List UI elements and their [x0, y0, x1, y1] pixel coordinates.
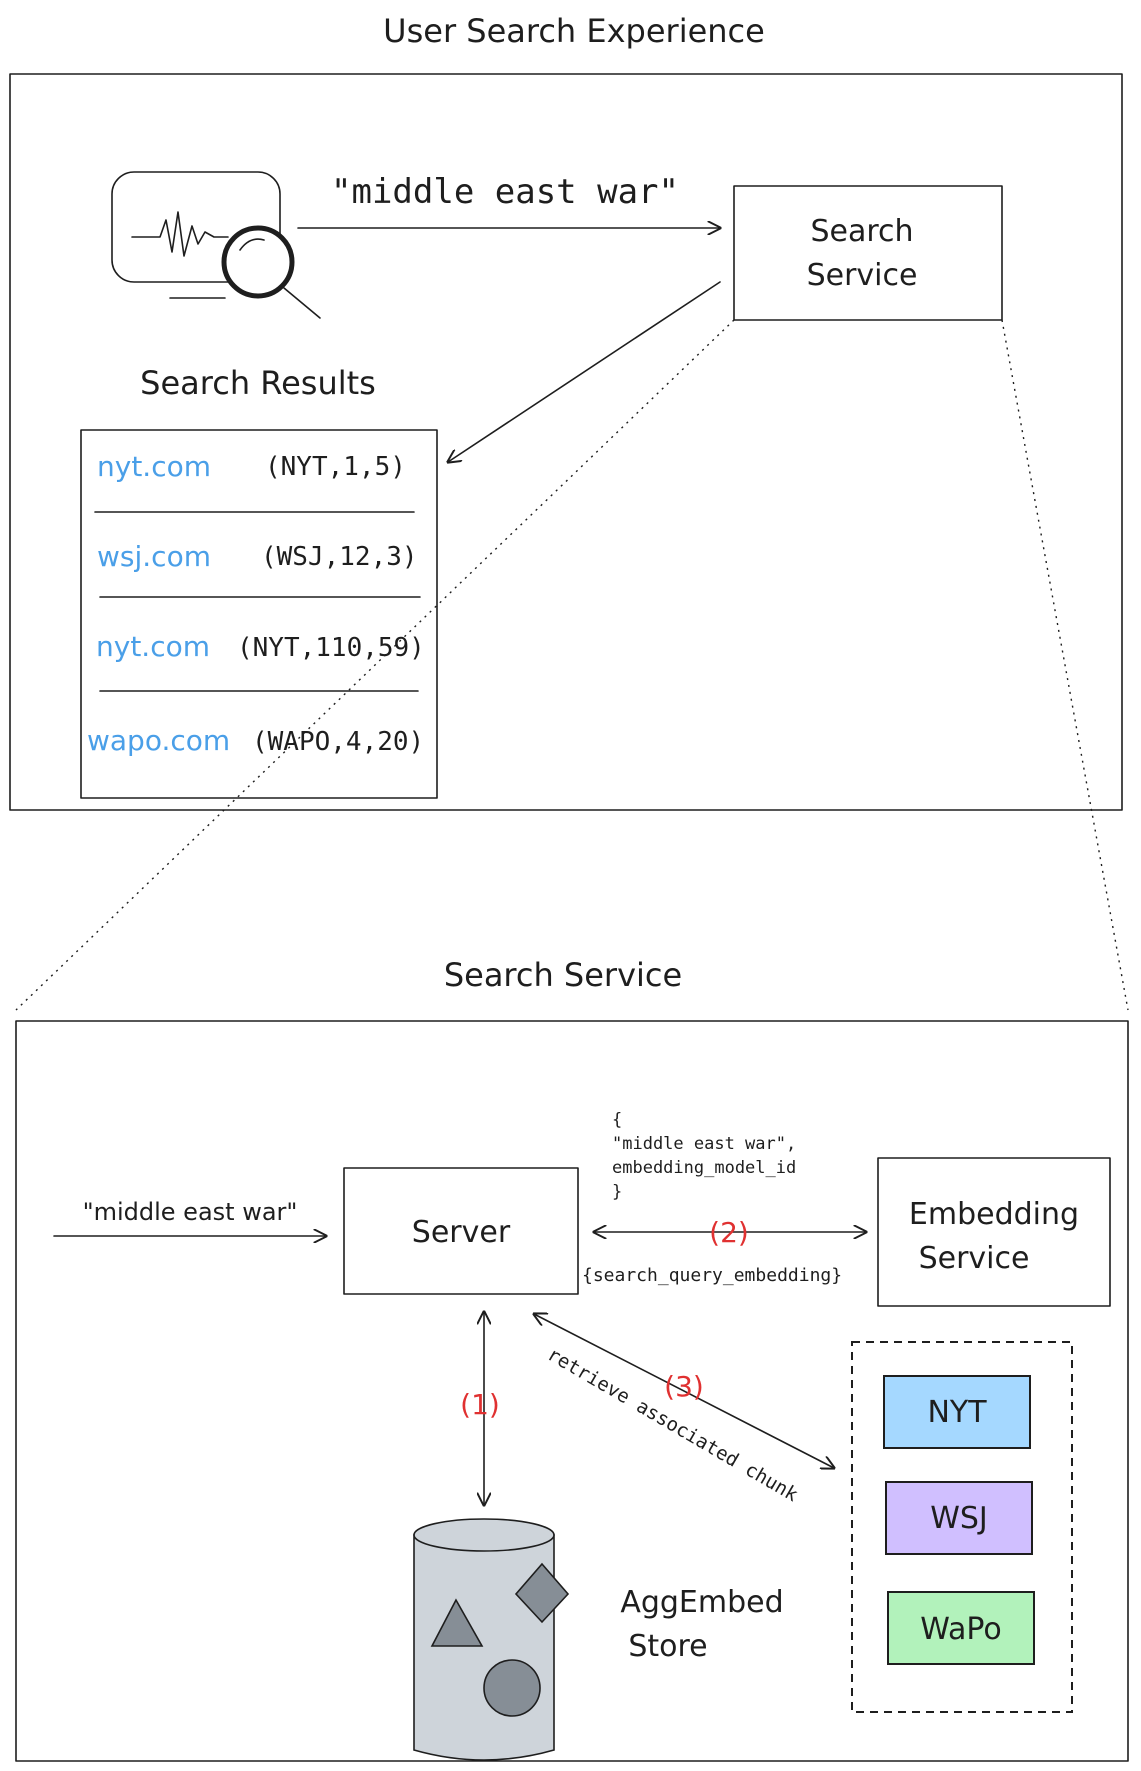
triangle-shape — [430, 1598, 484, 1647]
top-section-title: User Search Experience — [383, 12, 765, 50]
step-3-label: (3) — [664, 1370, 704, 1403]
result-domain-link[interactable]: wsj.com — [97, 540, 211, 573]
server-label: Server — [412, 1215, 511, 1250]
result-domain-link[interactable]: nyt.com — [96, 630, 210, 663]
bottom-query-label: "middle east war" — [83, 1198, 298, 1226]
search-service-label-line1: Search — [810, 214, 913, 249]
result-row[interactable]: wapo.com (WAPO,4,20) — [87, 724, 424, 757]
diamond-shape — [514, 1562, 570, 1624]
result-meta: (WSJ,12,3) — [261, 542, 418, 572]
zoom-connector-left — [15, 319, 735, 1011]
retrieve-chunk-label: retrieve associated chunk — [543, 1343, 802, 1506]
monitor-search-icon — [111, 171, 321, 319]
source-wapo-label: WaPo — [920, 1612, 1002, 1647]
result-meta: (NYT,110,59) — [237, 633, 425, 663]
top-query-label: "middle east war" — [331, 172, 679, 212]
server-box — [343, 1167, 579, 1295]
search-service-frame — [15, 1020, 1129, 1762]
source-wsj: WSJ — [885, 1481, 1033, 1555]
payload-line: embedding_model_id — [612, 1158, 796, 1178]
store-label-line2: Store — [628, 1629, 707, 1664]
results-title: Search Results — [140, 364, 376, 402]
result-row[interactable]: nyt.com (NYT,110,59) — [96, 630, 425, 663]
result-meta: (NYT,1,5) — [265, 452, 406, 482]
payload-line: } — [612, 1182, 622, 1202]
search-service-box — [733, 185, 1003, 321]
search-service-label-line2: Service — [807, 258, 918, 293]
result-domain-link[interactable]: nyt.com — [97, 450, 211, 483]
embedding-response-label: {search_query_embedding} — [582, 1265, 842, 1286]
circle-shape — [483, 1659, 541, 1717]
embedding-service-label-line2: Service — [919, 1241, 1030, 1276]
step-2-label: (2) — [709, 1216, 749, 1249]
source-nyt: NYT — [883, 1375, 1031, 1449]
service-to-results-arrow — [448, 281, 721, 462]
embedding-service-label-line1: Embedding — [909, 1197, 1079, 1232]
zoom-connector-right — [1001, 319, 1129, 1011]
user-search-frame — [9, 73, 1123, 811]
result-row[interactable]: wsj.com (WSJ,12,3) — [97, 540, 418, 573]
result-row[interactable]: nyt.com (NYT,1,5) — [97, 450, 406, 483]
source-wapo: WaPo — [887, 1591, 1035, 1665]
server-sources-arrow — [534, 1314, 834, 1468]
bottom-section-title: Search Service — [444, 956, 682, 994]
result-domain-link[interactable]: wapo.com — [87, 724, 230, 757]
step-1-label: (1) — [460, 1388, 500, 1421]
aggembed-store-cylinder — [413, 1518, 570, 1761]
payload-line: { — [612, 1110, 622, 1130]
embedding-request-payload: { "middle east war", embedding_model_id … — [612, 1110, 796, 1202]
payload-line: "middle east war", — [612, 1134, 796, 1154]
results-list: nyt.com (NYT,1,5) wsj.com (WSJ,12,3) nyt… — [87, 450, 425, 757]
source-wsj-label: WSJ — [930, 1501, 988, 1536]
results-panel — [80, 429, 438, 799]
store-label-line1: AggEmbed — [620, 1585, 783, 1620]
news-sources-group — [851, 1341, 1073, 1713]
source-nyt-label: NYT — [927, 1395, 987, 1430]
embedding-service-box — [877, 1157, 1111, 1307]
result-meta: (WAPO,4,20) — [252, 727, 424, 757]
